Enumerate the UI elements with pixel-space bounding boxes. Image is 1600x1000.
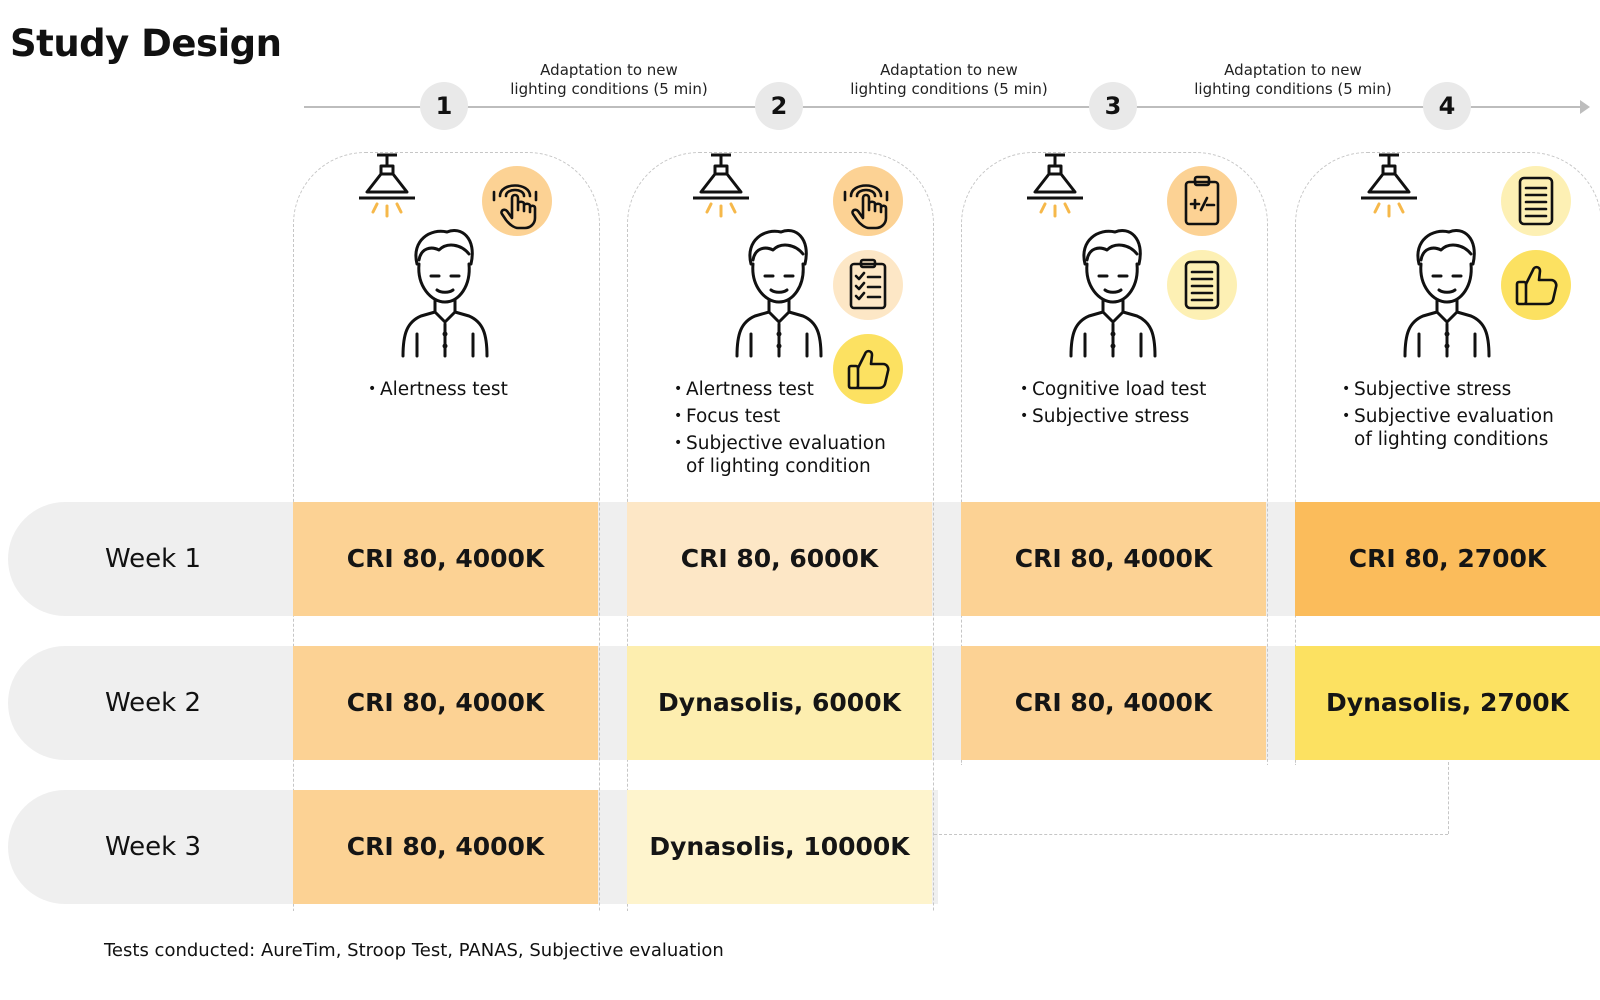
person-icon xyxy=(735,229,823,358)
clipboard-plus-minus-icon xyxy=(1167,166,1237,236)
test-item: Subjective stress xyxy=(1342,376,1554,403)
phase-4-panel xyxy=(1295,152,1600,765)
ceiling-lamp-icon xyxy=(1027,153,1083,218)
week-3-phase-2-cell: Dynasolis, 10000K xyxy=(627,790,932,904)
step-2-marker: 2 xyxy=(755,82,803,130)
step-4-marker: 4 xyxy=(1423,82,1471,130)
test-item: Subjective evaluation xyxy=(1342,403,1554,430)
week-2-phase-4-cell: Dynasolis, 2700K xyxy=(1295,646,1600,760)
week-1-phase-1-cell: CRI 80, 4000K xyxy=(293,502,598,616)
footer-note: Tests conducted: AureTim, Stroop Test, P… xyxy=(104,940,724,961)
week-2-phase-3-cell: CRI 80, 4000K xyxy=(961,646,1266,760)
connector-vertical xyxy=(1448,762,1449,834)
phase-4-test-list: Subjective stress Subjective evaluation … xyxy=(1342,376,1554,453)
phase-3-panel xyxy=(961,152,1268,765)
timeline-line xyxy=(304,106,1584,108)
timeline-arrow-icon xyxy=(1580,100,1590,114)
page-title: Study Design xyxy=(10,22,282,65)
test-item: Alertness test xyxy=(368,376,508,403)
step-1-marker: 1 xyxy=(420,82,468,130)
week-3-label: Week 3 xyxy=(104,832,202,862)
person-icon xyxy=(1403,229,1491,358)
connector-horizontal xyxy=(934,834,1448,835)
test-item: Cognitive load test xyxy=(1020,376,1206,403)
phase-2-test-list: Alertness test Focus test Subjective eva… xyxy=(674,376,886,480)
week-1-phase-3-cell: CRI 80, 4000K xyxy=(961,502,1266,616)
phase-3-test-list: Cognitive load test Subjective stress xyxy=(1020,376,1206,430)
week-2-label: Week 2 xyxy=(104,688,202,718)
week-2-phase-1-cell: CRI 80, 4000K xyxy=(293,646,598,760)
checklist-icon xyxy=(833,250,903,320)
week-1-phase-2-cell: CRI 80, 6000K xyxy=(627,502,932,616)
phase-1-test-list: Alertness test xyxy=(368,376,508,403)
step-3-marker: 3 xyxy=(1089,82,1137,130)
test-item-continuation: of lighting condition xyxy=(686,456,871,477)
person-icon xyxy=(1069,229,1157,358)
test-item: Focus test xyxy=(674,403,886,430)
touch-icon xyxy=(833,166,903,236)
week-2-phase-2-cell: Dynasolis, 6000K xyxy=(627,646,932,760)
test-item: Alertness test xyxy=(674,376,886,403)
document-icon xyxy=(1501,166,1571,236)
week-3-phase-1-cell: CRI 80, 4000K xyxy=(293,790,598,904)
week-1-phase-4-cell: CRI 80, 2700K xyxy=(1295,502,1600,616)
ceiling-lamp-icon xyxy=(359,153,415,218)
touch-icon xyxy=(482,166,552,236)
week-1-label: Week 1 xyxy=(104,544,202,574)
test-item: Subjective stress xyxy=(1020,403,1206,430)
test-item: Subjective evaluation xyxy=(674,430,886,457)
thumbs-up-icon xyxy=(1501,250,1571,320)
document-icon xyxy=(1167,250,1237,320)
person-icon xyxy=(401,229,489,358)
ceiling-lamp-icon xyxy=(693,153,749,218)
test-item-continuation: of lighting conditions xyxy=(1354,429,1549,450)
ceiling-lamp-icon xyxy=(1361,153,1417,218)
